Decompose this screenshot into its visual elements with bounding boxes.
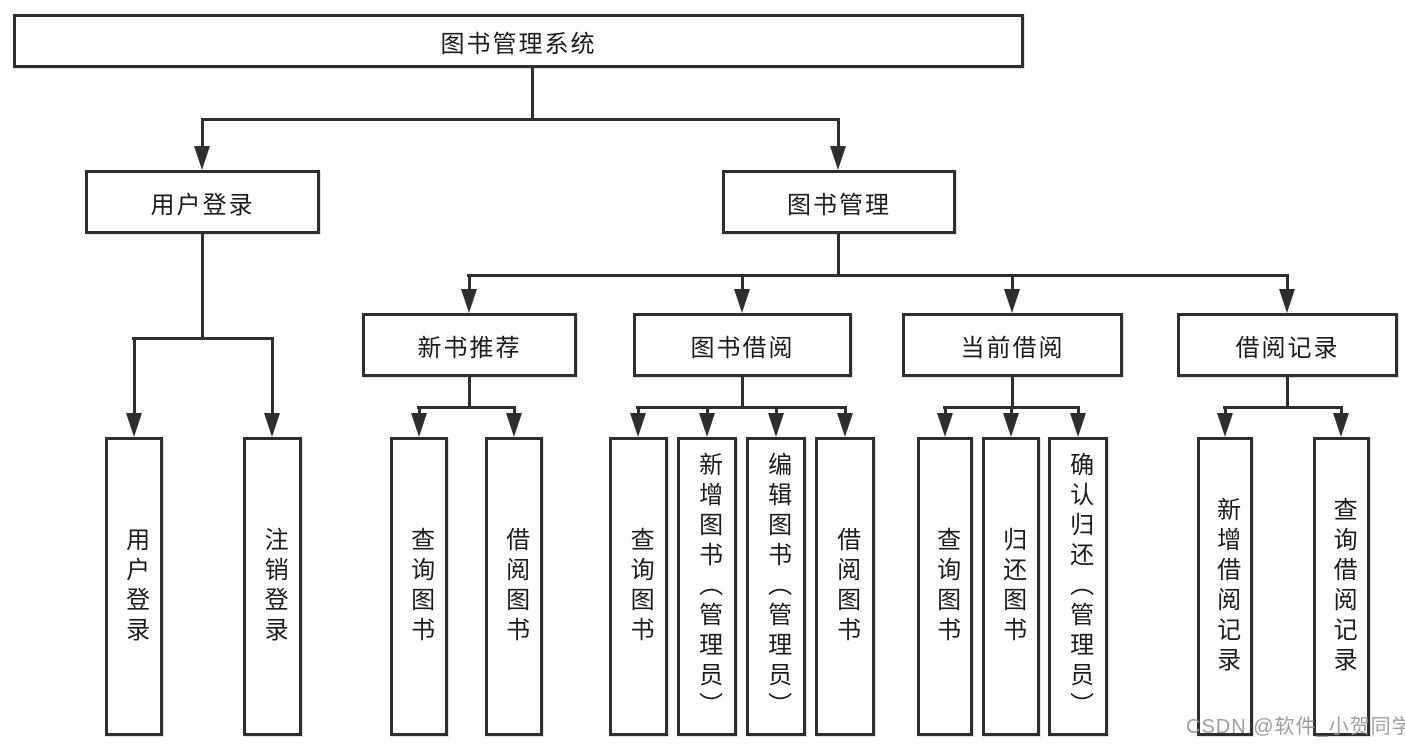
node-current-borrowing: 当前借阅 — [902, 313, 1123, 377]
leaf-logout: 注销登录 — [243, 437, 302, 736]
leaf-return-books: 归还图书 — [982, 437, 1040, 736]
node-label: 新增借阅记录 — [1212, 496, 1239, 677]
node-book-management-module: 图书管理 — [722, 170, 956, 234]
connector-line — [201, 118, 204, 150]
node-label: 图书借阅 — [690, 335, 795, 362]
node-new-book-recommend: 新书推荐 — [362, 313, 577, 377]
connector-line — [132, 337, 274, 340]
node-label: 查询借阅记录 — [1329, 496, 1356, 677]
node-label: 查询图书 — [406, 526, 433, 647]
arrowhead-icon — [830, 146, 846, 170]
leaf-confirm-return-admin: 确认归还（管理员） — [1048, 437, 1108, 736]
connector-line — [1077, 406, 1080, 416]
arrowhead-icon — [1003, 413, 1019, 437]
connector-line — [706, 406, 709, 416]
connector-line — [418, 406, 421, 416]
arrowhead-icon — [461, 289, 477, 313]
arrowhead-icon — [630, 413, 646, 437]
arrowhead-icon — [1070, 413, 1086, 437]
node-label: 确认归还（管理员） — [1065, 451, 1092, 722]
connector-line — [201, 234, 204, 337]
connector-line — [468, 274, 471, 292]
connector-line — [636, 406, 847, 409]
node-label: 当前借阅 — [960, 335, 1065, 362]
arrowhead-icon — [1279, 289, 1295, 313]
node-library-management-system: 图书管理系统 — [13, 14, 1024, 68]
node-label: 用户登录 — [121, 526, 148, 647]
csdn-watermark: CSDN @软件_小贺同学 — [1186, 716, 1405, 738]
arrowhead-icon — [768, 413, 784, 437]
connector-line — [637, 406, 640, 416]
arrowhead-icon — [1217, 413, 1233, 437]
arrowhead-icon — [1004, 289, 1020, 313]
node-label: 编辑图书（管理员） — [763, 451, 790, 722]
connector-line — [741, 274, 744, 292]
connector-line — [775, 406, 778, 416]
node-label: 借阅记录 — [1235, 335, 1340, 362]
connector-line — [1011, 274, 1014, 292]
leaf-user-login: 用户登录 — [105, 437, 163, 736]
arrowhead-icon — [194, 146, 210, 170]
connector-line — [1224, 406, 1227, 416]
connector-line — [513, 406, 516, 416]
leaf-add-books-admin: 新增图书（管理员） — [677, 437, 737, 736]
leaf-query-books-current: 查询图书 — [917, 437, 973, 736]
leaf-add-borrow-record: 新增借阅记录 — [1197, 437, 1253, 736]
connector-line — [1011, 377, 1014, 406]
connector-line — [1010, 406, 1013, 416]
node-label: 借阅图书 — [832, 526, 859, 647]
connector-line — [1340, 406, 1343, 416]
connector-line — [467, 274, 1289, 277]
connector-line — [417, 406, 516, 409]
node-label: 新增图书（管理员） — [694, 451, 721, 722]
leaf-query-borrow-record: 查询借阅记录 — [1313, 437, 1370, 736]
connector-line — [133, 337, 136, 416]
arrowhead-icon — [411, 413, 427, 437]
connector-line — [1286, 274, 1289, 292]
leaf-query-books-borrowing: 查询图书 — [609, 437, 668, 736]
node-user-login-module: 用户登录 — [85, 170, 320, 234]
connector-line — [837, 118, 840, 150]
arrowhead-icon — [734, 289, 750, 313]
node-label: 图书管理系统 — [440, 31, 597, 58]
arrowhead-icon — [506, 413, 522, 437]
node-label: 用户登录 — [150, 192, 255, 219]
leaf-borrow-books-recommend: 借阅图书 — [485, 437, 543, 736]
node-borrowing-records: 借阅记录 — [1177, 313, 1398, 377]
connector-line — [944, 406, 947, 416]
arrowhead-icon — [126, 413, 142, 437]
node-label: 新书推荐 — [417, 335, 522, 362]
arrowhead-icon — [837, 413, 853, 437]
connector-line — [468, 377, 471, 406]
connector-line — [844, 406, 847, 416]
connector-line — [1223, 406, 1343, 409]
arrowhead-icon — [264, 413, 280, 437]
node-book-borrowing: 图书借阅 — [633, 313, 852, 377]
arrowhead-icon — [937, 413, 953, 437]
connector-line — [271, 337, 274, 416]
node-label: 图书管理 — [787, 192, 891, 219]
connector-line — [201, 118, 840, 121]
node-label: 注销登录 — [260, 526, 287, 647]
arrowhead-icon — [699, 413, 715, 437]
node-label: 借阅图书 — [501, 526, 528, 647]
leaf-borrow-books: 借阅图书 — [815, 437, 875, 736]
leaf-edit-books-admin: 编辑图书（管理员） — [746, 437, 806, 736]
connector-line — [1286, 377, 1289, 406]
leaf-query-books-recommend: 查询图书 — [390, 437, 448, 736]
node-label: 查询图书 — [932, 526, 959, 647]
connector-line — [531, 68, 534, 118]
connector-line — [741, 377, 744, 406]
node-label: 归还图书 — [998, 526, 1025, 647]
node-label: 查询图书 — [626, 526, 653, 647]
connector-line — [837, 234, 840, 274]
arrowhead-icon — [1333, 413, 1349, 437]
